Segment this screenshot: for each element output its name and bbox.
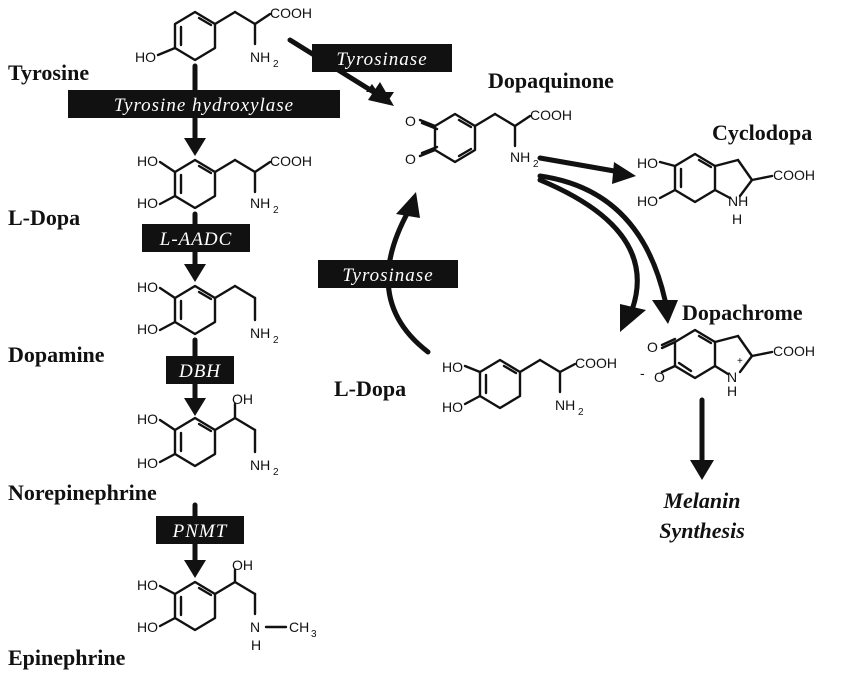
dopamine-ho-top: HO: [137, 279, 158, 295]
tyrosine-nh-sub: 2: [273, 59, 279, 70]
epinephrine-ch: CH: [289, 619, 309, 635]
tyrosinase-cycle-text: Tyrosinase: [342, 265, 433, 286]
dopachrome-h: H: [727, 383, 737, 399]
dopaquinone-structure: O O COOH NH 2: [405, 107, 572, 170]
l-dopa-left-nh-sub: 2: [273, 205, 279, 216]
dopachrome-cooh: COOH: [773, 343, 815, 359]
l-dopa-cycle-ho-bottom: HO: [442, 399, 463, 415]
dopaquinone-o-bottom: O: [405, 151, 416, 167]
l-dopa-cycle-cooh: COOH: [575, 355, 617, 371]
pnmt-text: PNMT: [172, 521, 228, 542]
norepinephrine-ho-bottom: HO: [137, 455, 158, 471]
epinephrine-structure: HO HO OH N H CH 3: [137, 557, 317, 653]
tyrosinase-top-enzyme: Tyrosinase: [312, 44, 452, 72]
norepinephrine-oh: OH: [232, 391, 253, 407]
dopamine-structure: HO HO NH 2: [137, 279, 279, 346]
cyclodopa-nh: NH: [728, 193, 748, 209]
l-dopa-left-cooh: COOH: [270, 153, 312, 169]
tyrosine-nh-label: NH: [250, 49, 270, 65]
tyrosine-hydroxylase-text: Tyrosine hydroxylase: [114, 95, 294, 116]
norepinephrine-structure: HO HO OH NH 2: [137, 391, 279, 478]
epinephrine-oh: OH: [232, 557, 253, 573]
l-dopa-structure-cycle: HO HO COOH NH 2: [442, 355, 617, 418]
cyclodopa-label: Cyclodopa: [712, 120, 812, 145]
l-aadc-enzyme: L-AADC: [142, 224, 250, 252]
l-dopa-label-cycle: L-Dopa: [334, 376, 406, 401]
cyclodopa-h: H: [732, 211, 742, 227]
cyclodopa-ho-top: HO: [637, 155, 658, 171]
dopaquinone-nh-sub: 2: [533, 159, 539, 170]
epinephrine-ho-bottom: HO: [137, 619, 158, 635]
cyclodopa-structure: HO HO NH H COOH: [637, 152, 815, 227]
tyrosine-ho-label: HO: [135, 49, 156, 65]
epinephrine-ho-top: HO: [137, 577, 158, 593]
epinephrine-ch-sub: 3: [311, 629, 317, 640]
tyrosine-cooh-label: COOH: [270, 5, 312, 21]
dopaquinone-o-top: O: [405, 113, 416, 129]
synthesis-label: Synthesis: [659, 518, 745, 543]
l-dopa-cycle-nh-sub: 2: [578, 407, 584, 418]
epinephrine-h: H: [251, 637, 261, 653]
dopachrome-o-bottom: O: [654, 369, 665, 385]
norepinephrine-label: Norepinephrine: [8, 480, 157, 505]
melanin-label: Melanin: [662, 488, 740, 513]
dopachrome-n: N: [727, 369, 737, 385]
tyrosinase-cycle-enzyme: Tyrosinase: [318, 260, 458, 288]
tyrosine-structure: HO COOH NH 2: [135, 5, 312, 70]
cyclodopa-ho-bottom: HO: [637, 193, 658, 209]
norepinephrine-ho-top: HO: [137, 411, 158, 427]
dopamine-nh: NH: [250, 325, 270, 341]
dopamine-label: Dopamine: [8, 342, 105, 367]
dopaquinone-nh: NH: [510, 149, 530, 165]
l-dopa-structure-left: HO HO COOH NH 2: [137, 153, 312, 216]
dopachrome-structure: O O - N H + COOH: [640, 328, 815, 399]
l-dopa-label-left: L-Dopa: [8, 205, 80, 230]
l-dopa-cycle-nh: NH: [555, 397, 575, 413]
dopaquinone-cooh: COOH: [530, 107, 572, 123]
dopachrome-o-top: O: [647, 339, 658, 355]
epinephrine-label: Epinephrine: [8, 645, 126, 670]
dopamine-ho-bottom: HO: [137, 321, 158, 337]
norepinephrine-nh: NH: [250, 457, 270, 473]
pnmt-enzyme: PNMT: [156, 516, 244, 544]
tyrosinase-top-text: Tyrosinase: [336, 49, 427, 70]
dopamine-nh-sub: 2: [273, 335, 279, 346]
dopaquinone-label: Dopaquinone: [488, 68, 614, 93]
dopachrome-label: Dopachrome: [682, 300, 803, 325]
epinephrine-n: N: [250, 619, 260, 635]
l-dopa-left-ho-top: HO: [137, 153, 158, 169]
dopachrome-plus: +: [737, 356, 743, 367]
l-dopa-cycle-ho-top: HO: [442, 359, 463, 375]
l-aadc-text: L-AADC: [159, 229, 233, 250]
norepinephrine-nh-sub: 2: [273, 467, 279, 478]
dbh-enzyme: DBH: [166, 356, 234, 384]
tyrosine-hydroxylase-enzyme: Tyrosine hydroxylase: [68, 90, 340, 118]
l-dopa-left-nh: NH: [250, 195, 270, 211]
dopachrome-minus: -: [640, 365, 645, 381]
tyrosine-label: Tyrosine: [8, 60, 89, 85]
cyclodopa-cooh: COOH: [773, 167, 815, 183]
dbh-text: DBH: [178, 361, 221, 382]
l-dopa-left-ho-bottom: HO: [137, 195, 158, 211]
